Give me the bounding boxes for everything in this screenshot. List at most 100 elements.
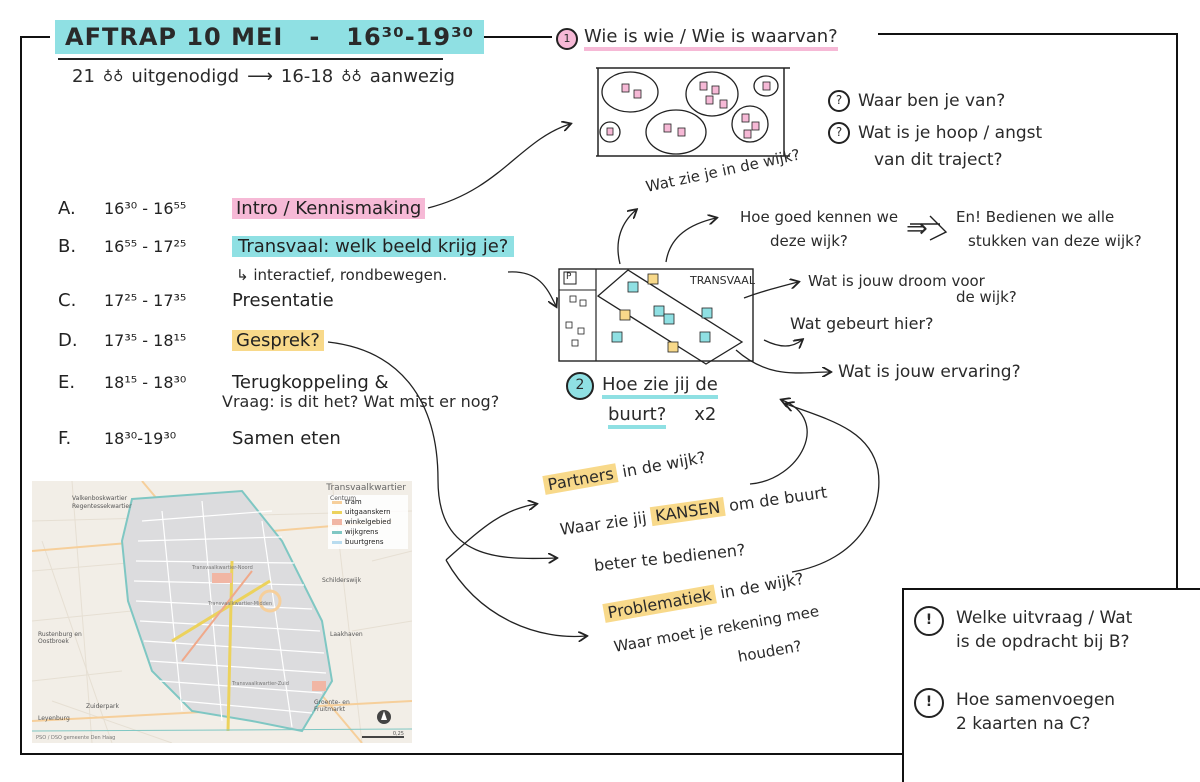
map-label: Leyenburg [38, 715, 70, 722]
agenda-topic: Samen eten [232, 428, 341, 449]
agenda-topic: Terugkoppeling & [232, 372, 389, 393]
invited-count: 21 [72, 66, 95, 87]
board-parking-label: P [566, 272, 572, 282]
section1-question-1: ? Waar ben je van? [828, 90, 1005, 112]
oq2-line1: Hoe samenvoegen [956, 690, 1116, 710]
agenda-time: 18¹⁵ - 18³⁰ [104, 373, 187, 392]
map-label: Centrum [330, 495, 357, 502]
map-label: Rustenburg en Oostbroek [38, 631, 82, 645]
open-question-2: ! Hoe samenvoegen 2 kaarten na C? [914, 688, 1115, 736]
oq2-line2: 2 kaarten na C? [956, 714, 1091, 734]
legend-swatch [332, 500, 342, 504]
present-label: aanwezig [369, 66, 455, 87]
section1-number: 1 [556, 27, 578, 50]
map-label: Valkenboskwartier [72, 495, 128, 502]
section1-title: 1 Wie is wie / Wie is waarvan? [556, 26, 838, 51]
section1-question-2: ? Wat is je hoop / angst [828, 122, 1042, 144]
q-droom-1: Wat is jouw droom voor [808, 272, 985, 290]
agenda-time: 16⁵⁵ - 17²⁵ [104, 237, 187, 256]
frame-top-left [20, 36, 50, 38]
legend-swatch [332, 540, 342, 544]
map-label: Laakhaven [330, 631, 363, 638]
agenda-b-sub: interactief, rondbewegen. [253, 266, 448, 284]
agenda-row-a: A. 16³⁰ - 16⁵⁵ Intro / Kennismaking [58, 198, 426, 219]
page-title: AFTRAP 10 MEI [65, 23, 284, 51]
oq1-line2: is de opdracht bij B? [956, 632, 1130, 652]
double-arrow-icon: ⇒ [906, 214, 928, 244]
section2-heading-2-row: buurt? x2 [608, 404, 716, 429]
legend-label: winkelgebied [345, 518, 392, 526]
frame-left [20, 36, 22, 754]
agenda-letter: B. [58, 236, 77, 257]
legend-row: tram [332, 497, 404, 507]
legend-row: winkelgebied [332, 517, 404, 527]
map-label: Schilderswijk [322, 577, 362, 584]
header-title-block: AFTRAP 10 MEI - 16³⁰-19³⁰ [55, 20, 485, 54]
title-time: 16³⁰-19³⁰ [346, 23, 475, 51]
exclamation-icon: ! [914, 606, 944, 636]
legend-label: buurtgrens [345, 538, 384, 546]
map-label: Transvaalkwartier-Midden [208, 601, 273, 607]
q-droom-2: de wijk? [956, 288, 1017, 306]
map-credit: PSO / DSO gemeente Den Haag [36, 735, 116, 741]
agenda-topic: Transvaal: welk beeld krijg je? [232, 236, 515, 257]
agenda-row-b: B. 16⁵⁵ - 17²⁵ Transvaal: welk beeld kri… [58, 236, 515, 257]
legend-label: wijkgrens [345, 528, 379, 536]
open-questions-box [902, 588, 1200, 782]
attendance-line: 21 ♁♁ uitgenodigd ⟶ 16-18 ♁♁ aanwezig [72, 66, 455, 87]
question-mark-icon: ? [828, 122, 850, 144]
legend-label: uitgaanskern [345, 508, 391, 516]
agenda-letter: A. [58, 198, 76, 219]
agenda-e-sub: Vraag: is dit het? Wat mist er nog? [222, 392, 500, 411]
q-gebeurt: Wat gebeurt hier? [790, 314, 934, 333]
board-label: TRANSVAAL [690, 274, 755, 287]
legend-swatch [332, 530, 342, 534]
map-scale: 0,25 [392, 731, 404, 737]
arrow-right-icon: ⟶ [247, 66, 273, 87]
agenda-time: 16³⁰ - 16⁵⁵ [104, 199, 187, 218]
frame-top-right [878, 33, 1178, 35]
transvaal-map: Transvaalkwartier tram uitgaanskern wink… [32, 481, 412, 743]
attendance-underline [58, 58, 443, 60]
legend-swatch [332, 519, 342, 525]
people-icon: ♁♁ [102, 68, 124, 85]
section2-title: 2 Hoe zie jij de [566, 372, 718, 400]
legend-row: uitgaanskern [332, 507, 404, 517]
frame-top-mid [440, 36, 552, 38]
map-title: Transvaalkwartier [326, 483, 406, 493]
people-icon: ♁♁ [341, 68, 362, 85]
agenda-time: 17²⁵ - 17³⁵ [104, 291, 187, 310]
q-hoop-angst: Wat is je hoop / angst [858, 123, 1043, 143]
agenda-letter: C. [58, 290, 77, 311]
section2-heading-1: Hoe zie jij de [602, 374, 718, 399]
invited-label: uitgenodigd [131, 66, 240, 87]
map-label: Groente- en Fruitmarkt [314, 699, 350, 713]
legend-label: tram [345, 498, 362, 506]
section1-heading: Wie is wie / Wie is waarvan? [584, 26, 838, 51]
section2-heading-2: buurt? [608, 404, 667, 429]
agenda-letter: D. [58, 330, 78, 351]
map-label: Transvaalkwartier-Noord [192, 565, 253, 571]
agenda-b-note: ↳ interactief, rondbewegen. [236, 266, 447, 284]
agenda-topic: Gesprek? [232, 330, 324, 351]
return-arrow-icon: ↳ [236, 266, 249, 284]
frame-bottom [20, 753, 902, 755]
exclamation-icon: ! [914, 688, 944, 718]
legend-row: wijkgrens [332, 527, 404, 537]
present-range: 16-18 [280, 66, 334, 87]
title-dash: - [309, 23, 321, 51]
legend-row: buurtgrens [332, 537, 404, 547]
section2-multiplier: x2 [694, 404, 717, 425]
agenda-letter: F. [58, 428, 72, 449]
agenda-row-d: D. 17³⁵ - 18¹⁵ Gesprek? [58, 330, 324, 351]
oq1-line1: Welke uitvraag / Wat [956, 608, 1133, 628]
agenda-row-e: E. 18¹⁵ - 18³⁰ Terugkoppeling & [58, 372, 389, 393]
arrow-result-2: stukken van deze wijk? [968, 232, 1142, 250]
open-question-1: ! Welke uitvraag / Wat is de opdracht bi… [914, 606, 1132, 654]
q-ervaring: Wat is jouw ervaring? [838, 362, 1021, 382]
agenda-time: 18³⁰-19³⁰ [104, 429, 177, 448]
map-label: Zuiderpark [86, 703, 119, 710]
frame-right [1176, 33, 1178, 588]
open-question-2-text: Hoe samenvoegen 2 kaarten na C? [956, 688, 1115, 736]
